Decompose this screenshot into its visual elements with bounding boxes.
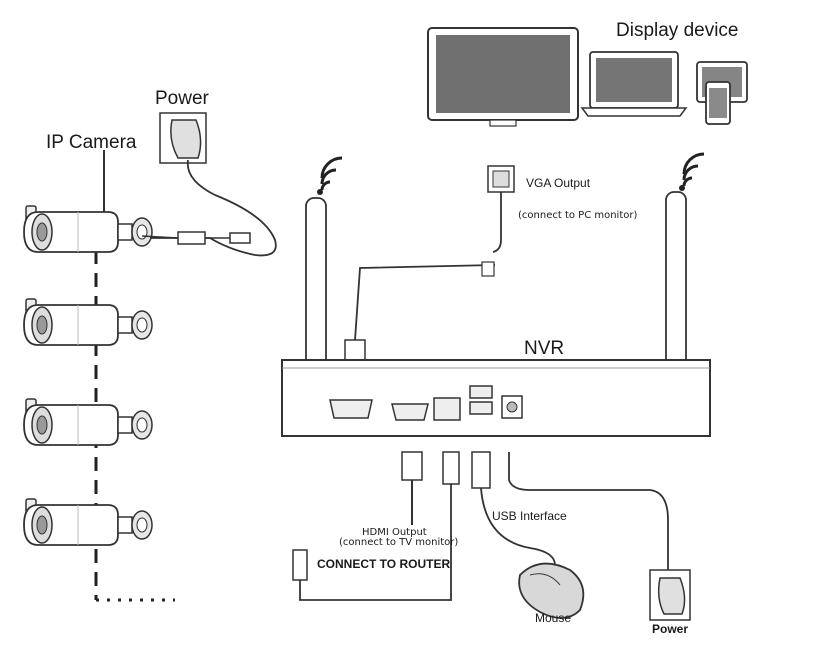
power-top-label: Power xyxy=(155,88,209,109)
usb-interface-label: USB Interface xyxy=(492,509,567,523)
nvr-antenna-right xyxy=(665,152,705,389)
nvr-box xyxy=(281,359,711,437)
display-device-label: Display device xyxy=(616,20,739,41)
camera-power-cable xyxy=(150,159,277,257)
camera-power-adapter xyxy=(159,112,207,164)
usb-cable xyxy=(471,451,556,566)
phone-icon xyxy=(705,81,731,125)
ip-camera-label: IP Camera xyxy=(46,132,137,153)
vga-note-label: (connect to PC monitor) xyxy=(518,210,638,221)
mouse-icon xyxy=(518,562,585,619)
hdmi-output-label: HDMI Output xyxy=(362,527,427,538)
mouse-label: Mouse xyxy=(535,611,572,625)
ip-camera-2 xyxy=(23,298,153,346)
vga-output-label: VGA Output xyxy=(526,176,591,190)
hdmi-note-label: (connect to TV monitor) xyxy=(339,537,459,548)
network-cable xyxy=(292,451,460,601)
vga-cable xyxy=(336,165,515,391)
laptop-icon xyxy=(580,51,688,117)
nvr-ports xyxy=(329,385,523,421)
monitor-icon xyxy=(427,27,579,127)
nvr-power-adapter xyxy=(649,569,691,621)
ip-camera-4 xyxy=(23,498,153,546)
power-bottom-label: Power xyxy=(652,622,689,636)
nvr-label: NVR xyxy=(524,338,565,359)
ip-camera-3 xyxy=(23,398,153,446)
connect-router-label: CONNECT TO ROUTER xyxy=(317,557,451,571)
hdmi-cable xyxy=(401,451,423,525)
ip-camera-1 xyxy=(23,205,153,253)
nvr-power-cable xyxy=(508,452,669,570)
nvr-antenna-left xyxy=(305,156,343,389)
camera-network-cable xyxy=(141,231,251,245)
